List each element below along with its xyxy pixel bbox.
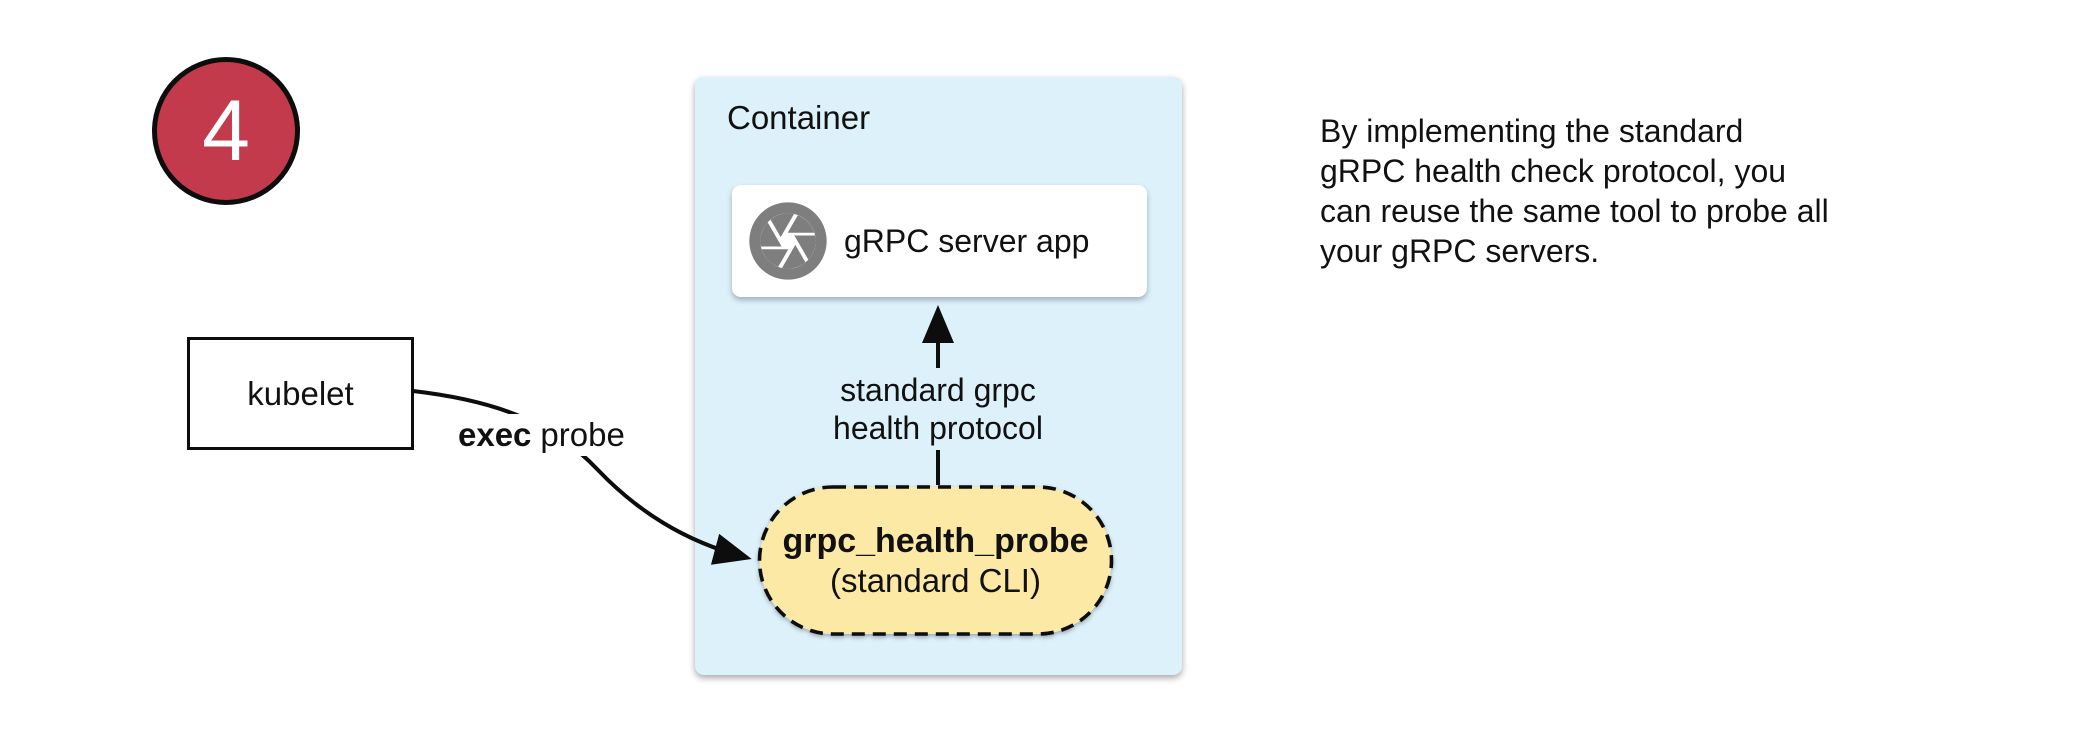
grpc-health-probe-title: grpc_health_probe — [782, 521, 1089, 560]
step-number: 4 — [202, 83, 250, 179]
kubelet-label: kubelet — [247, 374, 354, 412]
kubelet-box: kubelet — [187, 337, 414, 450]
caption-text: By implementing the standard gRPC health… — [1320, 111, 1829, 271]
grpc-health-probe-subtitle: (standard CLI) — [830, 561, 1041, 599]
caption-line: your gRPC servers. — [1320, 233, 1600, 269]
caption-line: By implementing the standard — [1320, 113, 1744, 149]
protocol-arrow-label: standard grpc health protocol — [821, 368, 1055, 450]
container-title: Container — [727, 99, 871, 136]
protocol-label-line2: health protocol — [833, 410, 1043, 446]
exec-probe-label-bold: exec — [458, 416, 532, 453]
grpc-server-app-label: gRPC server app — [844, 222, 1090, 259]
grpc-health-probe-label: grpc_health_probe (standard CLI) — [759, 487, 1112, 634]
caption-line: can reuse the same tool to probe all — [1320, 193, 1829, 229]
caption-line: gRPC health check protocol, you — [1320, 153, 1787, 189]
grpc-server-app-box: gRPC server app — [732, 185, 1147, 297]
step-badge: 4 — [152, 57, 300, 205]
aperture-icon — [749, 202, 827, 280]
protocol-label-line1: standard grpc — [840, 372, 1036, 408]
exec-probe-label-regular: probe — [540, 416, 625, 453]
